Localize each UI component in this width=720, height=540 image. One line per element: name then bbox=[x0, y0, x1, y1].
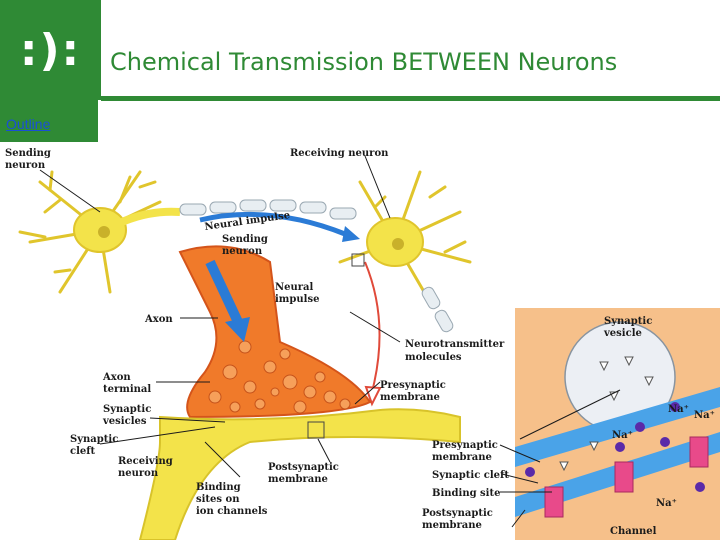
label-binding-sites-3: ion channels bbox=[196, 506, 268, 517]
outline-link[interactable]: Outline bbox=[6, 116, 51, 132]
label-binding-sites-2: sites on bbox=[196, 494, 240, 505]
label-axon-terminal: Axon bbox=[102, 372, 131, 383]
label-inset-synaptic-cleft: Synaptic cleft bbox=[432, 470, 509, 481]
leader-lines bbox=[39, 155, 621, 528]
impulse-arrow-inner bbox=[205, 259, 243, 325]
receiving-neuron-dendrite bbox=[138, 408, 461, 540]
label-sending-neuron: Sending bbox=[5, 148, 51, 159]
sending-neuron-cell bbox=[18, 170, 181, 294]
label-na-4: Na⁺ bbox=[656, 498, 677, 509]
label-sending-neuron-inner: Sending bbox=[222, 234, 268, 245]
label-synaptic-vesicles-2: vesicles bbox=[102, 416, 147, 427]
label-inset-synaptic-vesicle: Synaptic bbox=[604, 316, 652, 327]
label-na-2: Na⁺ bbox=[694, 410, 715, 421]
logo-text: :): bbox=[19, 24, 82, 76]
label-inset-binding-site: Binding site bbox=[432, 488, 500, 499]
label-neurotransmitter: Neurotransmitter bbox=[405, 339, 505, 350]
impulse-arrow-top bbox=[199, 211, 346, 237]
impulse-arrowhead-top bbox=[342, 226, 360, 242]
label-inset-presynaptic-membrane: Presynaptic bbox=[432, 440, 498, 451]
zoom-arrow bbox=[364, 261, 381, 393]
title-divider bbox=[101, 96, 720, 101]
label-receiving-neuron: Receiving neuron bbox=[290, 148, 389, 159]
logo: :): bbox=[0, 0, 101, 100]
label-inset-presynaptic-membrane-2: membrane bbox=[432, 452, 492, 463]
label-inset-synaptic-vesicle-2: vesicle bbox=[603, 328, 642, 339]
label-receiving-neuron-inner-2: neuron bbox=[118, 468, 159, 479]
label-presynaptic-membrane-2: membrane bbox=[380, 392, 440, 403]
label-postsynaptic-membrane: Postsynaptic bbox=[268, 462, 339, 473]
impulse-arrowhead-inner bbox=[225, 317, 250, 342]
label-na-3: Na⁺ bbox=[612, 430, 633, 441]
sidebar-strip bbox=[0, 100, 98, 142]
label-inset-channel: Channel bbox=[610, 526, 657, 537]
label-sending-neuron-2: neuron bbox=[5, 160, 46, 171]
neuron-diagram: Sending neuron Receiving neuron Neural i… bbox=[5, 148, 720, 540]
label-receiving-neuron-inner: Receiving bbox=[118, 456, 173, 467]
label-axon: Axon bbox=[144, 314, 173, 325]
receiving-neuron-cell bbox=[338, 170, 472, 333]
label-na-1: Na⁺ bbox=[668, 404, 689, 415]
label-synaptic-vesicles: Synaptic bbox=[103, 404, 151, 415]
synapse-inset bbox=[515, 308, 720, 540]
axon-terminal-body bbox=[178, 245, 372, 419]
label-synaptic-cleft: Synaptic bbox=[70, 434, 118, 445]
label-neural-impulse-inner-2: impulse bbox=[275, 294, 319, 305]
label-synaptic-cleft-2: cleft bbox=[70, 446, 96, 457]
slide-title: Chemical Transmission BETWEEN Neurons bbox=[110, 48, 618, 76]
zoom-box bbox=[351, 253, 365, 267]
label-presynaptic-membrane: Presynaptic bbox=[380, 380, 446, 391]
label-inset-postsynaptic-membrane-2: membrane bbox=[422, 520, 482, 531]
axon-myelin bbox=[179, 199, 357, 220]
synapse-zoom-box bbox=[307, 421, 325, 439]
label-binding-sites: Binding bbox=[196, 482, 241, 493]
label-neural-impulse-inner: Neural bbox=[275, 282, 314, 293]
label-neurotransmitter-2: molecules bbox=[405, 352, 462, 363]
label-postsynaptic-membrane-2: membrane bbox=[268, 474, 328, 485]
label-axon-terminal-2: terminal bbox=[103, 384, 151, 395]
label-sending-neuron-inner-2: neuron bbox=[222, 246, 263, 257]
label-inset-postsynaptic-membrane: Postsynaptic bbox=[422, 508, 493, 519]
